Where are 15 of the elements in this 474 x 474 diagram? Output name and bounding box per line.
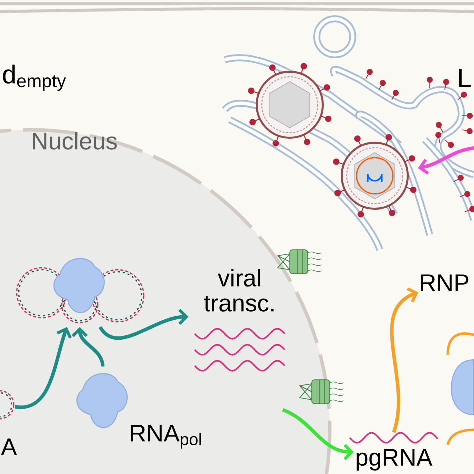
minichromosome-drawing bbox=[16, 258, 145, 324]
virion-drawing bbox=[333, 134, 417, 218]
dna-label: A bbox=[1, 438, 18, 456]
arrow bbox=[390, 288, 419, 434]
arrow bbox=[98, 308, 189, 340]
organelle-label: L bbox=[459, 69, 471, 87]
arrow bbox=[15, 327, 72, 410]
arrow bbox=[282, 408, 354, 460]
arrow bbox=[418, 146, 474, 175]
arrow bbox=[72, 327, 105, 367]
rnp-label: RNP bbox=[421, 274, 469, 292]
transcripts-drawing: viral transc. bbox=[194, 269, 286, 372]
particle-label: d$_{empty}$ bbox=[3, 64, 66, 92]
pgrna-drawing: pgRNA bbox=[349, 432, 439, 471]
polymerase-label: RNA$_{pol}$ bbox=[131, 425, 202, 449]
